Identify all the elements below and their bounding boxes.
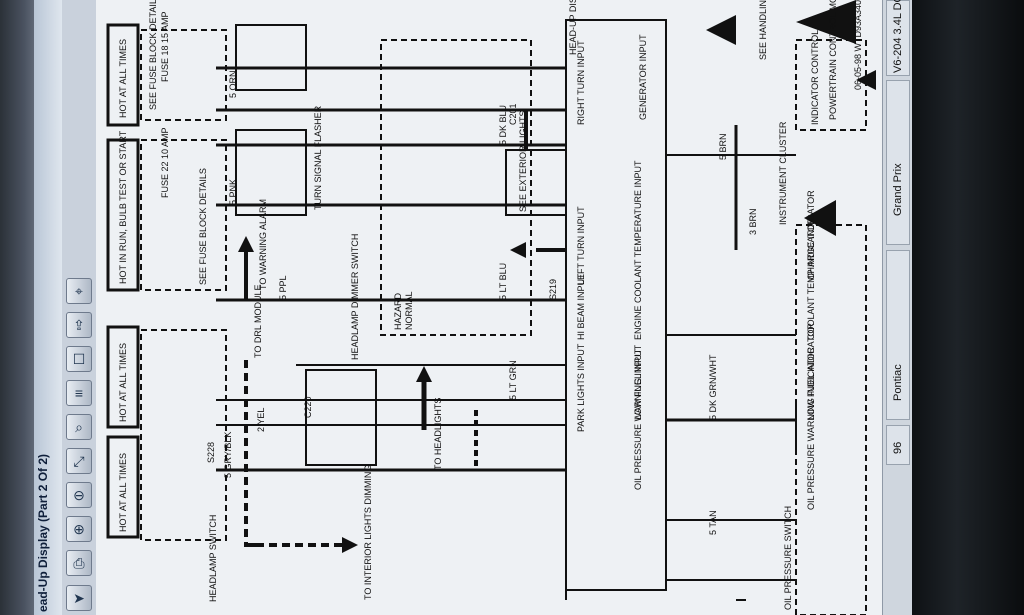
connector-label: C220 [303,396,313,418]
hot-box-1: HOT AT ALL TIMES [118,453,128,532]
wiring-diagram: HOT AT ALL TIMES HOT AT ALL TIMES HOT IN… [106,0,876,615]
coolant-label: ENGINE COOLANT TEMPERATURE INPUT [633,160,643,340]
status-page: 96 [886,425,910,465]
left-turn-label: LEFT TURN INPUT [576,206,586,285]
status-engine: V6-204 3.4L DO [886,0,910,76]
diagram-date-label: 06-05-98 WTD93A3400 [853,0,863,90]
exterior-label: SEE EXTERIOR LIGHTS [518,110,528,212]
search-icon[interactable]: ⌕ [66,414,92,440]
bookmark-icon[interactable]: ≡ [66,380,92,406]
low-fuel-indicator-label: LOW FUEL INDICATOR [806,323,816,420]
wire-label: 5 BRN [718,133,728,160]
hot-box-2: HOT AT ALL TIMES [118,343,128,422]
export-icon[interactable]: ⇪ [66,312,92,338]
hot-box-4: HOT AT ALL TIMES [118,39,128,118]
fuse-block-label-2: SEE FUSE BLOCK DETAILS [148,0,158,110]
wire-label: 5 LT GRN [508,360,518,400]
normal-label: NORMAL [404,291,414,330]
wire-label: 2 YEL [256,408,266,432]
wiring-diagram-canvas[interactable]: HOT AT ALL TIMES HOT AT ALL TIMES HOT IN… [96,0,882,615]
wire-label: 5 DK GRN/WHT [708,354,718,420]
low-fuel-label: LOW FUEL INPUT [633,344,643,420]
indicator-control-label: INDICATOR CONTROL [810,30,820,125]
wire-label: 5 PNK [228,179,238,205]
arrow-icon[interactable]: ➤ [66,585,92,611]
status-make: Pontiac [886,250,910,420]
window-title: ead-Up Display (Part 2 Of 2) [36,453,50,612]
esd-warning-icon [796,0,856,44]
coolant-temp-label: COOLANT TEMP INDICATOR [806,218,816,340]
print-icon[interactable]: ⎙ [66,550,92,576]
right-turn-label: RIGHT TURN INPUT [576,40,586,125]
fuse-label: FUSE 18 15 AMP [160,11,170,82]
zoom-icon[interactable]: ⊕ [66,516,92,542]
wire-label: 5 ORN [228,70,238,98]
fit-icon[interactable]: ⤢ [66,448,92,474]
connector-label: S219 [548,279,558,300]
headlamp-dimmer-label: HEADLAMP DIMMER SWITCH [350,234,360,360]
charge-indicator-label: CHARGE INDICATOR [806,190,816,280]
park-lights-label: PARK LIGHTS INPUT [576,343,586,432]
esd-warning-icon [804,200,836,236]
hi-beam-label: HI BEAM INPUT [576,273,586,340]
hot-box-3: HOT IN RUN, BULB TEST OR START [118,130,128,284]
connector-label: C201 [508,103,518,125]
monitor-bezel-right [912,0,1024,615]
page-icon[interactable]: ☐ [66,346,92,372]
esd-warning-icon [706,15,736,45]
hud-label: HEAD-UP DISPLAY (HUD) [568,0,578,55]
turn-signal-label: TURN SIGNAL FLASHER [313,105,323,210]
zoom-area-icon[interactable]: ⌖ [66,278,92,304]
connector-label: S228 [206,442,216,463]
oil-indicator-label: OIL PRESSURE WARNING INDICATOR [806,346,816,510]
esd-warning-icon [856,70,876,90]
wire-label: 5 TAN [708,510,718,535]
to-headlights-label: TO HEADLIGHTS [433,398,443,470]
powertrain-label: POWERTRAIN CONTROL MODULE (PCM) [828,0,838,120]
to-interior-label: TO INTERIOR LIGHTS DIMMING [363,465,373,600]
esd-note-label: SEE HANDLING AND DAMAGE PROCEDURES [758,0,768,60]
monitor-bezel-left [0,0,40,615]
wire-label: 5 DK BLU [498,105,508,145]
hazard-label: HAZARD [393,292,403,330]
headlamp-switch-label: HEADLAMP SWITCH [208,515,218,602]
to-warning-label: TO WARNING ALARM [258,199,268,290]
vertical-toolbar: ➤ ⎙ ⊕ ⊖ ⤢ ⌕ ≡ ☐ ⇪ ⌖ [62,0,97,615]
wire-label: 5 LT BLU [498,263,508,300]
fuse-block-label: SEE FUSE BLOCK DETAILS [198,168,208,285]
generator-label: GENERATOR INPUT [638,34,648,120]
to-drl-label: TO DRL MODULE [253,284,263,358]
fuse-label: FUSE 22 10 AMP [160,127,170,198]
status-bar: 96 Pontiac Grand Prix V6-204 3.4L DO [882,0,913,615]
oil-switch-label: OIL PRESSURE SWITCH [783,506,793,610]
wire-label: 5 GRY/BLK [223,432,233,478]
oil-pressure-label: OIL PRESSURE WARNING INPUT [633,348,643,490]
wire-label: 5 PPL [278,275,288,300]
zoom-out-icon[interactable]: ⊖ [66,482,92,508]
status-model: Grand Prix [886,80,910,245]
wire-label: 3 BRN [748,208,758,235]
instrument-cluster-label: INSTRUMENT CLUSTER [778,121,788,225]
